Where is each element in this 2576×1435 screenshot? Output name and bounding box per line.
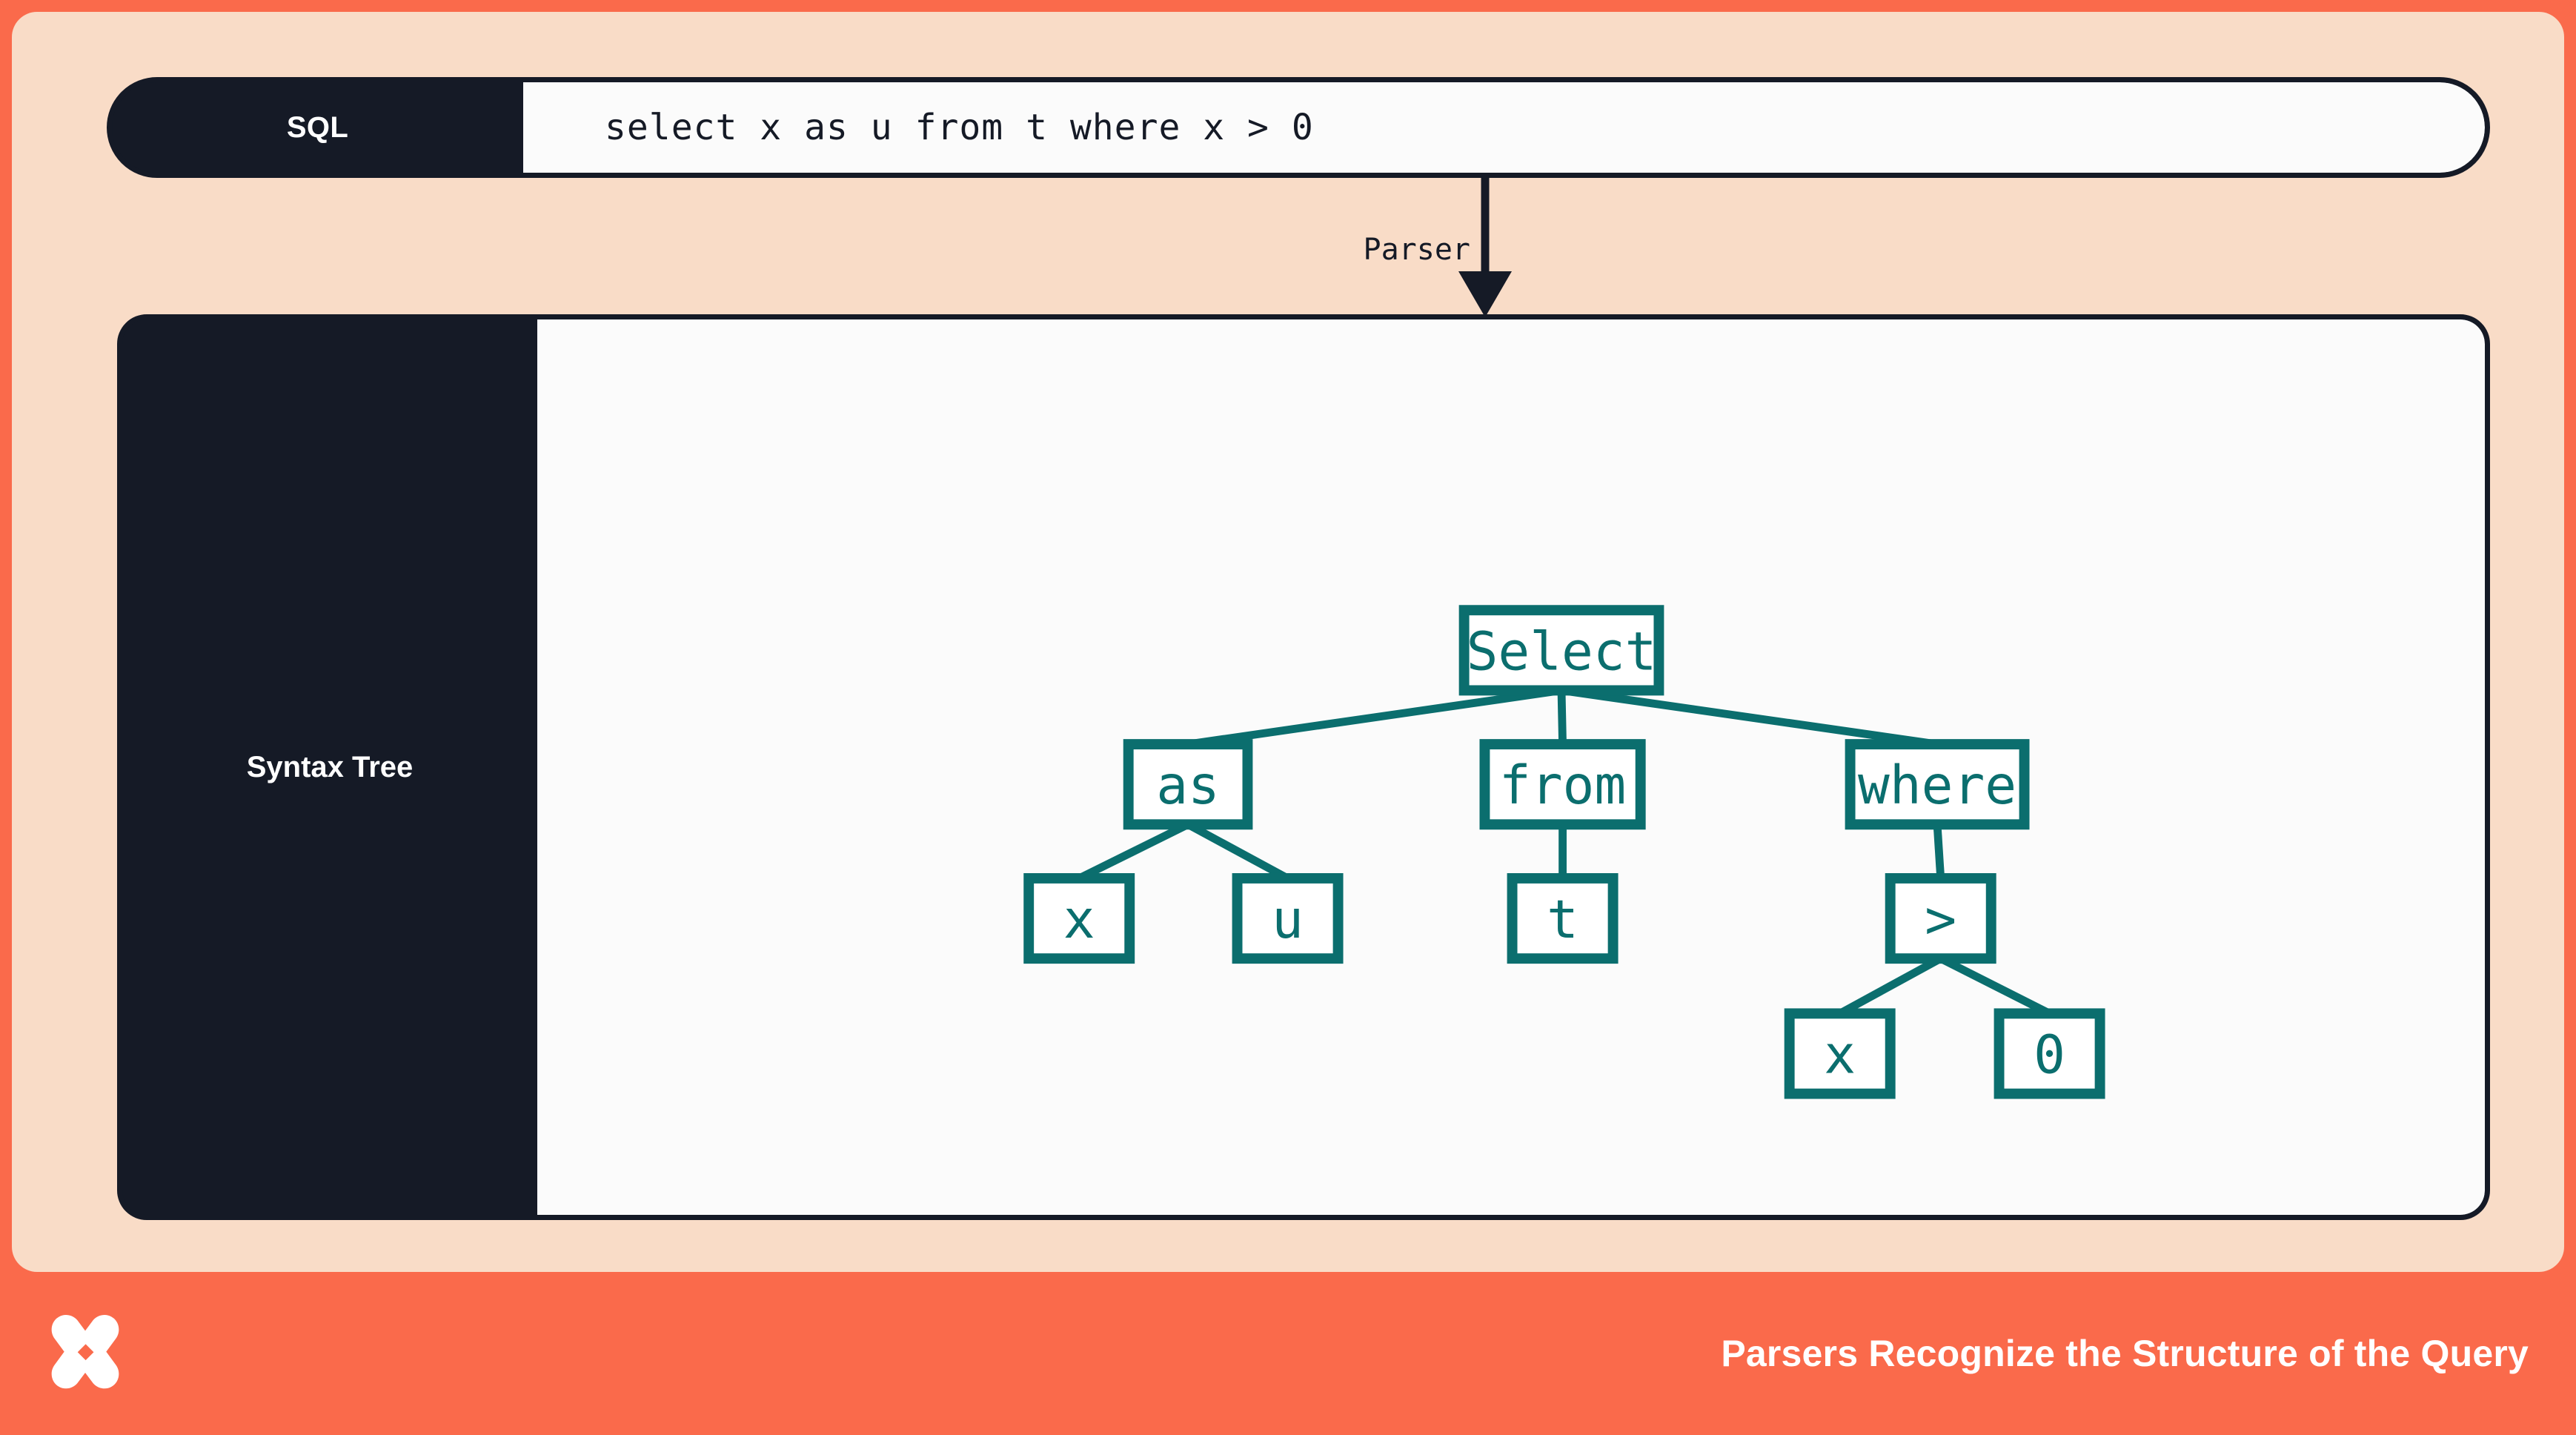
tree-node-box xyxy=(1479,739,1646,830)
tree-node-as[interactable]: as xyxy=(1123,739,1253,830)
tree-edge-gt-to-zero xyxy=(1939,955,2052,1018)
tree-edge-where-to-gt xyxy=(1933,823,1945,879)
tree-node-label: t xyxy=(1547,889,1579,950)
tree-edge-layer xyxy=(1077,686,2052,1018)
footer-caption: Parsers Recognize the Structure of the Q… xyxy=(1721,1333,2529,1374)
tree-node-box xyxy=(1845,739,2030,830)
tree-node-label: as xyxy=(1156,755,1220,816)
tree-node-u[interactable]: u xyxy=(1232,872,1344,964)
tree-node-box xyxy=(1994,1008,2105,1099)
tree-node-label: from xyxy=(1499,755,1626,816)
tree-node-zero[interactable]: 0 xyxy=(1994,1008,2105,1099)
tree-node-box xyxy=(1123,739,1253,830)
tree-edge-gt-to-x2 xyxy=(1838,955,1943,1018)
tree-node-x1[interactable]: x xyxy=(1023,872,1135,964)
tree-node-from[interactable]: from xyxy=(1479,739,1646,830)
footer-bar: Parsers Recognize the Structure of the Q… xyxy=(0,1272,2576,1435)
brand-x-logo-icon xyxy=(51,1314,119,1389)
tree-node-label: where xyxy=(1858,755,2016,816)
tree-node-layer: Select as from where x u t > x 0 xyxy=(1023,605,2105,1099)
tree-node-box xyxy=(1885,872,1996,964)
tree-node-label: x xyxy=(1824,1024,1856,1086)
sql-row-label: SQL xyxy=(286,110,349,144)
tree-node-gt[interactable]: > xyxy=(1885,872,1996,964)
sql-row: SQL select x as u from t where x > 0 xyxy=(107,77,2490,178)
tree-node-x2[interactable]: x xyxy=(1784,1008,1896,1099)
sql-query-field[interactable]: select x as u from t where x > 0 xyxy=(523,82,2485,173)
tree-node-label: u xyxy=(1272,889,1304,950)
tree-edge-select-to-from xyxy=(1557,690,1567,745)
tree-node-select[interactable]: Select xyxy=(1458,605,1664,696)
sql-query-text: select x as u from t where x > 0 xyxy=(605,107,1314,148)
tree-edge-as-to-u xyxy=(1186,821,1290,882)
tree-node-label: 0 xyxy=(2034,1024,2065,1086)
content-card: SQL select x as u from t where x > 0 Par… xyxy=(12,12,2564,1272)
tree-node-box xyxy=(1023,872,1135,964)
tree-edge-select-to-where xyxy=(1561,686,1938,749)
tree-edge-as-to-x1 xyxy=(1077,821,1190,882)
tree-edge-select-to-as xyxy=(1187,686,1562,749)
tree-node-label: Select xyxy=(1467,620,1657,682)
tree-node-label: > xyxy=(1925,889,1956,950)
tree-node-box xyxy=(1784,1008,1896,1099)
parser-label: Parser xyxy=(1363,233,1471,267)
tree-node-box xyxy=(1507,872,1619,964)
syntax-tree-label: Syntax Tree xyxy=(246,750,414,783)
tree-node-where[interactable]: where xyxy=(1845,739,2030,830)
syntax-tree-canvas: Select as from where x u t > x 0 xyxy=(537,319,2485,1215)
tree-node-label: x xyxy=(1063,889,1095,950)
tree-node-box xyxy=(1232,872,1344,964)
tree-node-t[interactable]: t xyxy=(1507,872,1619,964)
syntax-tree-svg: Select as from where x u t > x 0 xyxy=(1023,605,2105,1099)
syntax-tree-panel: Syntax Tree Select as from where x u t > x 0 xyxy=(117,314,2490,1220)
parser-arrow-icon xyxy=(1458,178,1512,317)
tree-node-box xyxy=(1458,605,1664,696)
